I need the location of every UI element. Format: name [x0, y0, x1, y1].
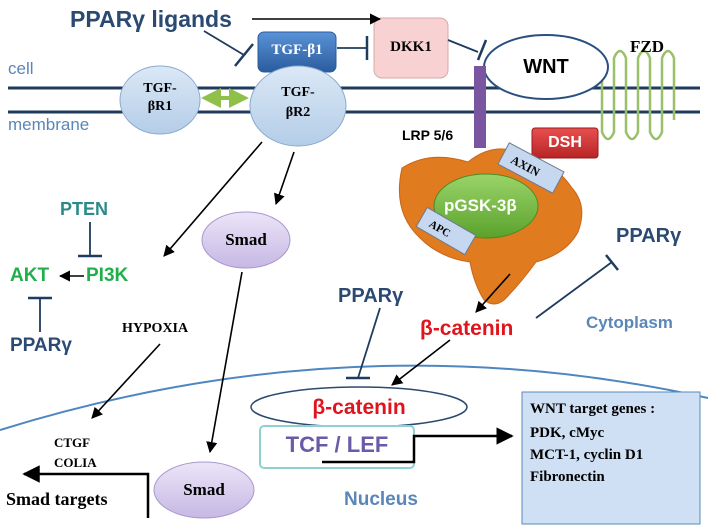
- nucleus-envelope: [0, 364, 708, 431]
- smad-upper-label: Smad: [225, 230, 267, 249]
- smad-upper-shape: [201, 211, 291, 269]
- wnt-target-line-1: PDK, cMyc: [530, 425, 605, 441]
- tgf-br1-shape: [119, 65, 201, 135]
- dkk1-label: DKK1: [390, 39, 432, 55]
- arrow-icon: [274, 151, 295, 206]
- arrow-icon: [206, 271, 243, 454]
- tgf-br2-shape: [249, 65, 347, 147]
- beta-catenin-cyto-label: β-catenin: [420, 317, 514, 340]
- smad-lower-shape: [153, 461, 255, 519]
- arrow-icon: [163, 141, 263, 257]
- apc-shape: [415, 206, 477, 256]
- arrow-icon: [322, 427, 514, 464]
- tgf-br2-label-line1: TGF-: [281, 85, 315, 100]
- ppar-right-label: PPARγ: [616, 225, 682, 247]
- inhibition-icon: [605, 254, 619, 271]
- wnt-label: WNT: [523, 56, 569, 78]
- ppar-ligands-label: PPARγ ligands: [70, 6, 232, 32]
- tcf-lef-label: TCF / LEF: [285, 432, 389, 457]
- ctgf-label: CTGF: [54, 435, 91, 450]
- nucleus-label: Nucleus: [344, 489, 418, 510]
- cytoplasm-label: Cytoplasm: [586, 313, 673, 332]
- dsh-label: DSH: [548, 134, 582, 151]
- inhibition-icon: [447, 39, 479, 53]
- fzd-label: FZD: [630, 37, 664, 56]
- tgf-br1-label-line1: TGF-: [143, 81, 177, 96]
- akt-label: AKT: [10, 265, 50, 286]
- colia-label: COLIA: [54, 455, 97, 470]
- wnt-target-line-3: Fibronectin: [530, 469, 605, 485]
- inhibition-icon: [476, 39, 488, 61]
- dsh-shape: [531, 127, 599, 159]
- lrp-receptor-shape: [474, 66, 486, 148]
- pgsk-shape: [433, 173, 539, 239]
- fzd-receptor-shape: [588, 49, 676, 141]
- pi3k-label: PI3K: [86, 265, 129, 286]
- cell-label: cell: [8, 59, 34, 78]
- arrow-icon: [391, 339, 451, 386]
- inhibition-icon: [357, 307, 381, 379]
- tgf-br2-label-line2: βR2: [285, 105, 311, 120]
- arrow-icon: [91, 343, 161, 419]
- tgf-br1-label-line2: βR1: [147, 99, 173, 114]
- ppar-mid-label: PPARγ: [338, 285, 404, 307]
- inhibition-icon: [203, 30, 245, 56]
- inhibition-icon: [535, 261, 613, 319]
- ppar-left-label: PPARγ: [10, 335, 72, 356]
- arrow-icon: [22, 465, 150, 518]
- wnt-target-box: [521, 391, 701, 525]
- inhibition-icon: [234, 43, 254, 67]
- smad-targets-label: Smad targets: [6, 489, 108, 509]
- lrp-label: LRP 5/6: [402, 127, 454, 143]
- smad-lower-label: Smad: [183, 480, 225, 499]
- wnt-targets-title: WNT target genes :: [530, 401, 656, 417]
- hypoxia-label: HYPOXIA: [122, 321, 189, 336]
- axin-shape: [497, 142, 565, 194]
- tgf-b1-label: TGF-β1: [271, 42, 323, 58]
- membrane-label: membrane: [8, 115, 90, 134]
- pgsk-label: pGSK-3β: [444, 196, 517, 215]
- arrow-icon: [475, 273, 511, 313]
- beta-catenin-nuc-label: β-catenin: [312, 396, 406, 419]
- dkk1-shape: [373, 17, 449, 79]
- pten-label: PTEN: [60, 199, 109, 219]
- wnt-target-line-2: MCT-1, cyclin D1: [530, 447, 644, 463]
